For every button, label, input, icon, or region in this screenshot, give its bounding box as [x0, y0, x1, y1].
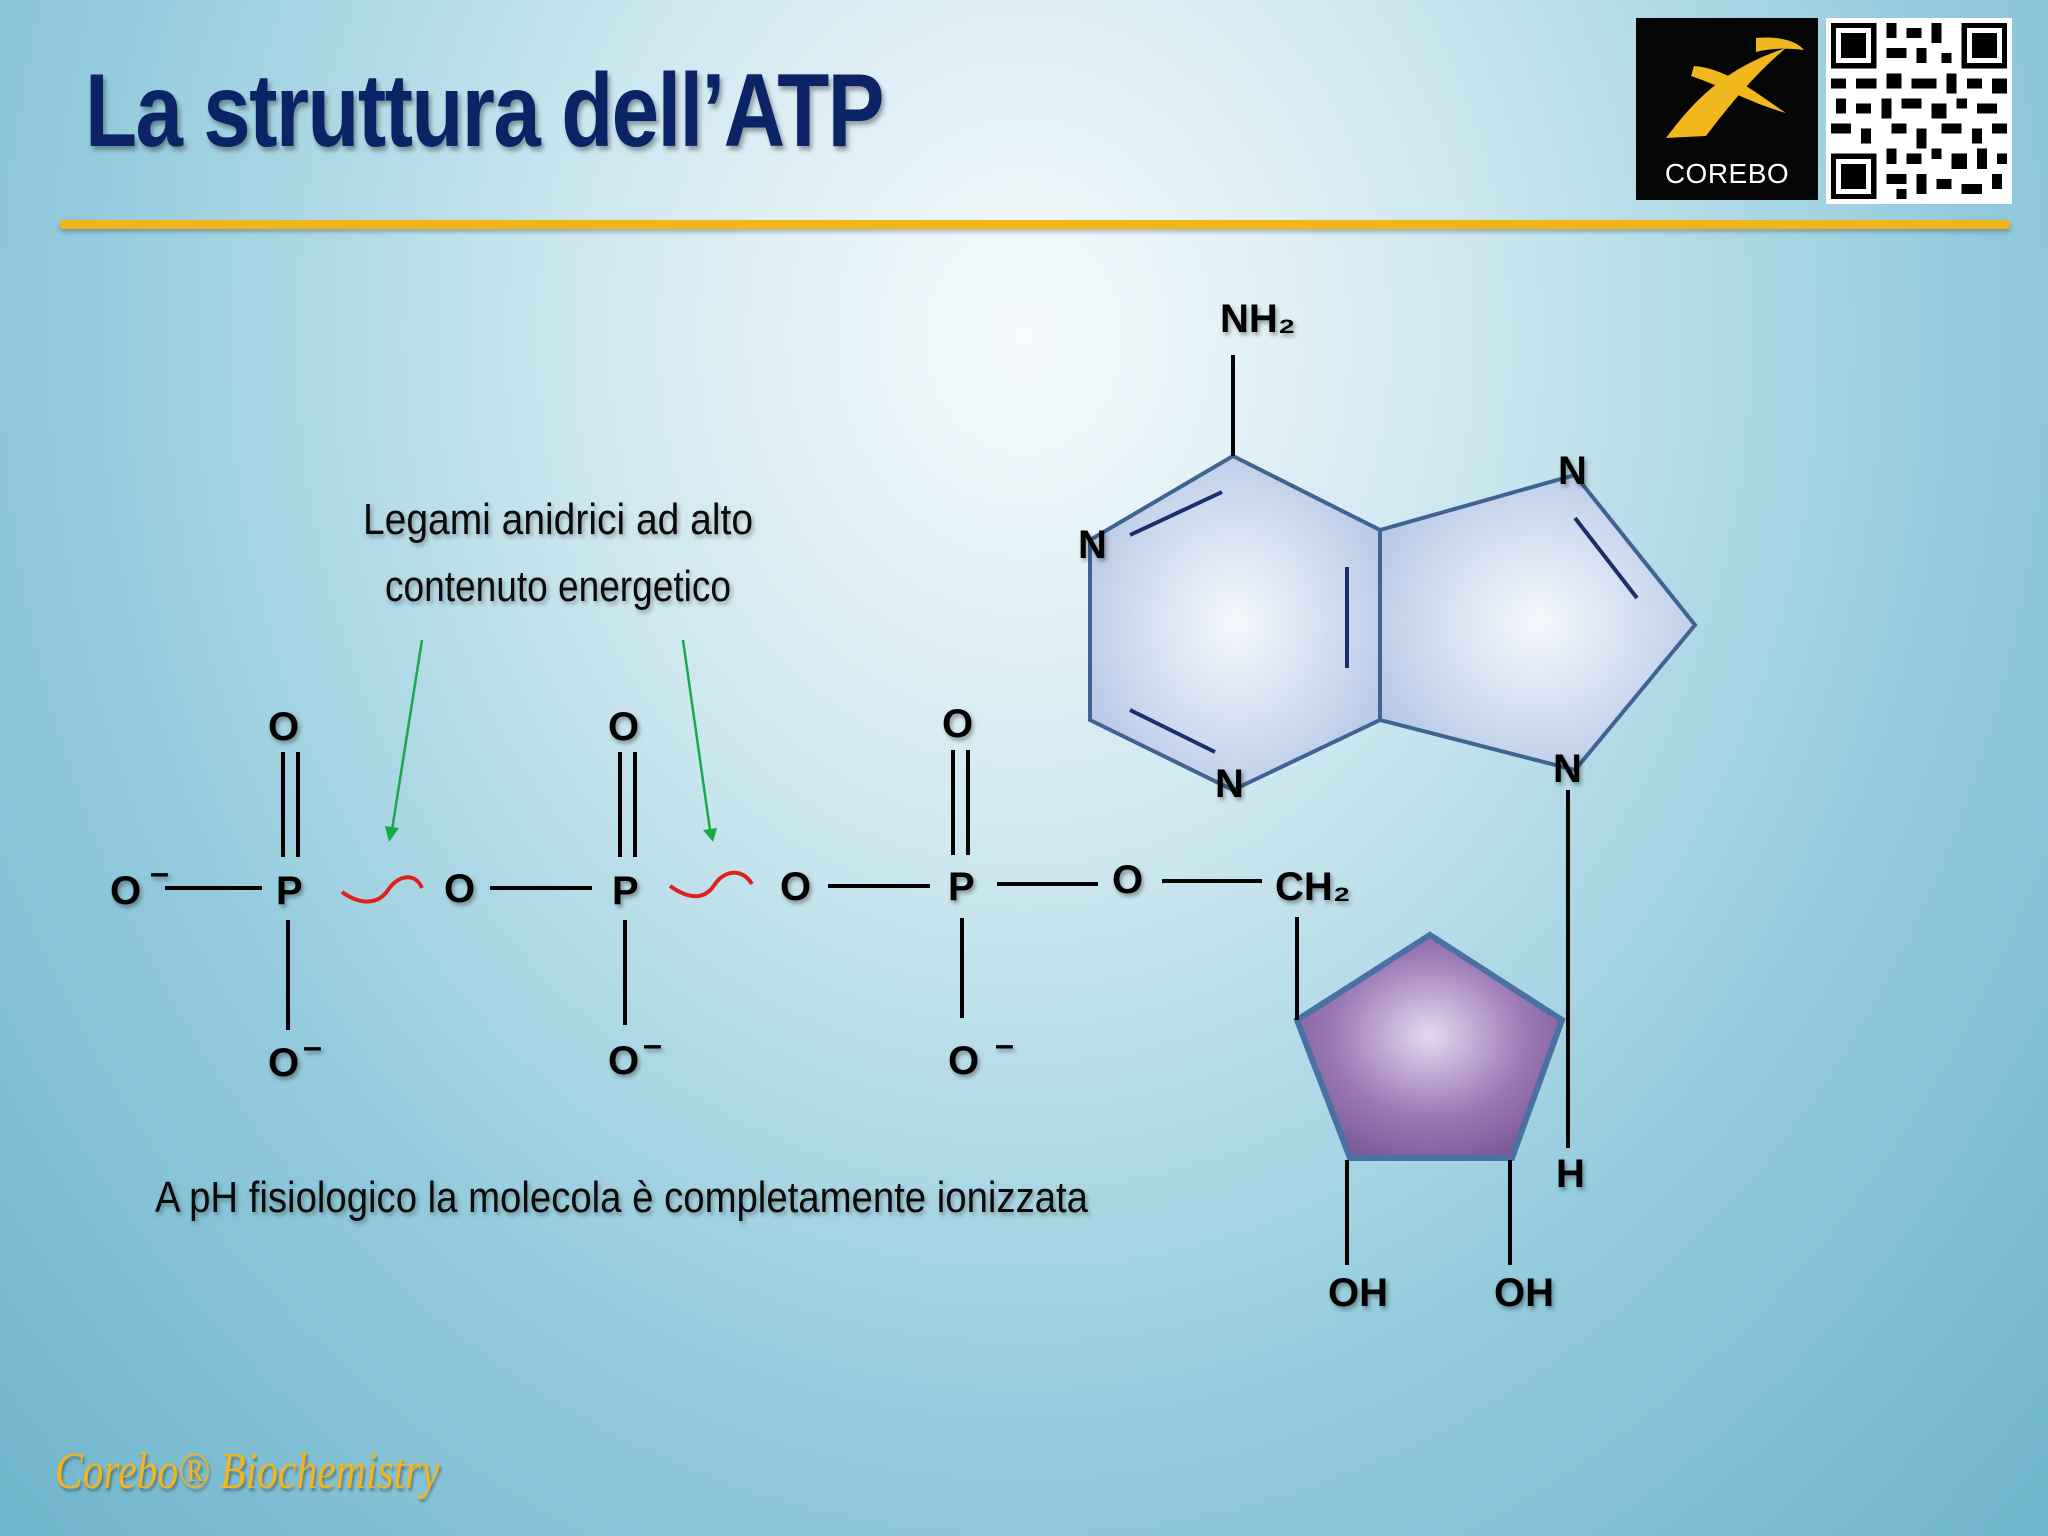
footer-brand: Corebo® Biochemistry: [55, 1443, 440, 1500]
atom-p-1: P: [276, 869, 303, 913]
atom-p-3: P: [948, 865, 975, 909]
adenine-double-bonds: [1129, 490, 1639, 754]
atom-p-2: P: [612, 869, 639, 913]
charge-o-left: –: [150, 854, 169, 892]
atom-oh-2: OH: [1328, 1271, 1388, 1315]
ribose-ring: [1293, 931, 1566, 1161]
atom-nh2: NH₂: [1220, 297, 1296, 341]
anhydride-bonds: [340, 870, 754, 904]
corebo-logo: COREBO: [1636, 18, 1818, 200]
slide-title: La struttura dell’ATP: [85, 53, 885, 169]
corebo-swoosh-icon: [1666, 37, 1804, 138]
bond-label-line-2: contenuto energetico: [385, 562, 731, 611]
charge-o-bottom-1: –: [303, 1028, 322, 1066]
atom-ch2: CH₂: [1275, 865, 1351, 909]
title-divider: [60, 220, 2010, 229]
atom-o-bottom-2: O: [608, 1039, 639, 1083]
logo-wordmark: COREBO: [1664, 158, 1790, 189]
atom-ester-o: O: [1112, 858, 1143, 902]
ionization-note: A pH fisiologico la molecola è completam…: [155, 1173, 1088, 1222]
atom-h: H: [1556, 1152, 1585, 1196]
atom-o-top-1: O: [268, 705, 299, 749]
covalent-bonds: [165, 355, 1570, 1265]
atom-n3: N: [1215, 762, 1244, 806]
adenine-ring: [1088, 453, 1698, 793]
atom-oh-3: OH: [1494, 1271, 1554, 1315]
atom-o-top-2: O: [608, 705, 639, 749]
atom-o-bottom-1: O: [268, 1041, 299, 1085]
atom-n1: N: [1078, 523, 1107, 567]
atom-o-left: O: [110, 869, 141, 913]
atom-o-top-3: O: [942, 702, 973, 746]
atom-bridge-o-2: O: [780, 865, 811, 909]
atom-n7: N: [1558, 449, 1587, 493]
pointer-arrows: [385, 639, 717, 842]
atom-o-bottom-3: O: [948, 1039, 979, 1083]
qr-code-icon: [1826, 18, 2012, 204]
atom-labels: O – P O O – O P O O – O P O O – O CH₂ NH…: [110, 297, 1587, 1315]
charge-o-bottom-3: –: [995, 1026, 1014, 1064]
atom-n9: N: [1553, 747, 1582, 791]
bond-label-line-1: Legami anidrici ad alto: [363, 495, 753, 544]
atom-bridge-o-1: O: [444, 867, 475, 911]
charge-o-bottom-2: –: [643, 1026, 662, 1064]
